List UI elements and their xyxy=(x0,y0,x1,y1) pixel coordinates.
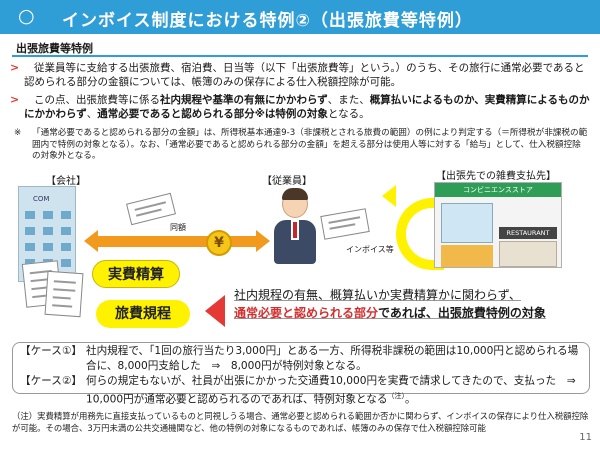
condition-line-2: 通常必要と認められる部分であれば、出張旅費特例の対象 xyxy=(234,304,594,322)
section-underline xyxy=(12,55,588,57)
restaurant-sign: RESTAURANT xyxy=(499,227,557,239)
travel-rules-bubble: 旅費規程 xyxy=(96,300,190,328)
case-2-end: 。 xyxy=(405,393,416,406)
invoice-paper-icon xyxy=(320,208,370,240)
payment-arrow-head-right xyxy=(256,230,270,252)
paragraph-1-text: 従業員等に支給する出張旅費、宿泊費、日当等（以下「出張旅費等」という。）のうち、… xyxy=(24,62,585,88)
red-left-arrow-icon xyxy=(205,295,225,327)
yen-coin-icon: ¥ xyxy=(206,230,232,256)
para2-b1: 社内規程や基準の有無にかかわらず xyxy=(160,94,328,106)
paragraph-2: > この点、出張旅費等に係る社内規程や基準の有無にかかわらず、また、概算払いによ… xyxy=(10,93,590,121)
title-bar: ○ インボイス制度における特例②（出張旅費等特例） xyxy=(0,0,600,34)
arrow-bullet-icon: > xyxy=(10,93,20,106)
payment-arrow xyxy=(96,236,256,247)
case-2-sup: （注） xyxy=(387,391,406,400)
invoice-return-arrow xyxy=(396,198,444,270)
invoice-label: インボイス等 xyxy=(346,245,394,254)
condition-line-1: 社内規程の有無、概算払いか実費精算かに関わらず、 xyxy=(234,288,521,302)
paragraph-1: > 従業員等に支給する出張旅費、宿泊費、日当等（以下「出張旅費等」という。）のう… xyxy=(10,61,590,89)
para2-t4: となる。 xyxy=(327,108,370,120)
payment-arrow-head xyxy=(84,230,98,252)
invoice-arrow-head xyxy=(382,185,396,207)
store-banner: コンビニエンスストア xyxy=(435,183,561,197)
para2-t2: 、また、 xyxy=(327,94,370,106)
case-1-label: 【ケース①】 xyxy=(20,345,82,357)
case-box xyxy=(12,342,590,394)
ledger-document-icon xyxy=(44,270,84,318)
para2-t1: この点、出張旅費等に係る xyxy=(34,94,160,106)
store-building-icon: コンビニエンスストア RESTAURANT xyxy=(434,182,562,268)
note-text: 「通常必要であると認められる部分の金額」は、所得税基本通達9-3（非課税とされる… xyxy=(32,128,588,161)
condition-text: 社内規程の有無、概算払いか実費精算かに関わらず、 通常必要と認められる部分であれ… xyxy=(234,286,594,322)
employee-label: 【従業員】 xyxy=(262,176,312,187)
section-heading: 出張旅費等特例 xyxy=(16,42,93,55)
note-mark: ※ xyxy=(14,128,22,138)
same-amount-label: 同額 xyxy=(170,223,186,232)
page-number: 11 xyxy=(579,432,592,443)
para2-t3: 、 xyxy=(86,108,98,120)
case-2-text: 何らの規定もないが、社員が出張にかかった交通費10,000円を実費で請求してきた… xyxy=(86,375,587,406)
case-2-label: 【ケース②】 xyxy=(20,375,82,387)
company-label: 【会社】 xyxy=(46,176,86,187)
condition-tail: であれば、出張旅費特例の対象 xyxy=(378,306,546,320)
store-label: 【出張先での雑費支払先】 xyxy=(436,171,556,182)
footnote: （注）実費精算が用務先に直接支払っているものと同視しうる場合、通常必要と認められ… xyxy=(12,411,589,433)
company-sign: COM xyxy=(33,195,50,203)
case-2-body: 何らの規定もないが、社員が出張にかかった交通費10,000円を実費で請求してきた… xyxy=(86,374,586,407)
arrow-bullet-icon: > xyxy=(10,61,20,74)
case-1-text: 社内規程で、「1回の旅行当たり3,000円」とある一方、所得税非課税の範囲は10… xyxy=(86,345,579,372)
bullet-circle: ○ xyxy=(18,5,35,27)
receipt-paper-icon xyxy=(126,192,176,226)
para2-b2: 概算払いによるものか、実費精算によるものかにかかわらず xyxy=(24,94,590,120)
employee-icon xyxy=(272,188,316,270)
page-title: インボイス制度における特例②（出張旅費等特例） xyxy=(62,11,473,31)
para2-b3: 通常必要であると認められる部分※は特例の対象 xyxy=(97,108,328,120)
actual-expense-bubble: 実費精算 xyxy=(92,260,180,288)
condition-highlight: 通常必要と認められる部分 xyxy=(234,306,379,320)
